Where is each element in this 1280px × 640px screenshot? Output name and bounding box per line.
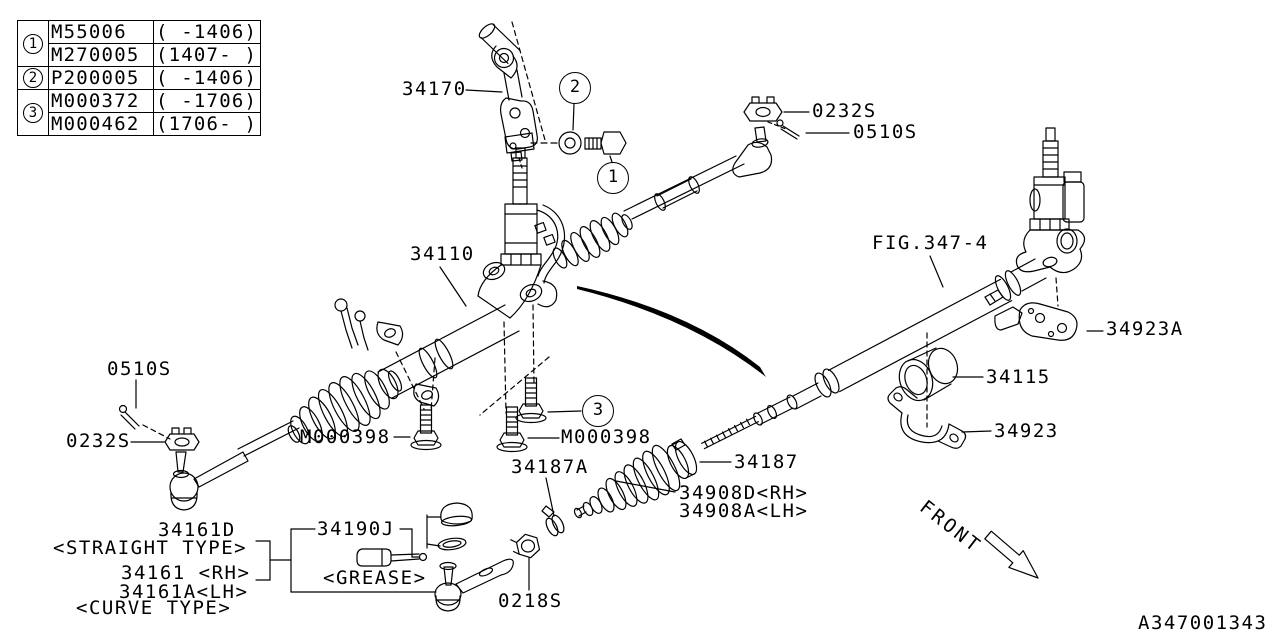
document-code: A347001343: [1138, 612, 1268, 634]
part-label-34161a-lh: 34161A<LH>: [119, 581, 249, 603]
curve-type-label: <CURVE TYPE>: [76, 597, 232, 619]
table-cell-part: M000372: [48, 89, 154, 113]
table-cell-range: (1407- ): [153, 43, 261, 67]
callout-circle-3: 3: [582, 395, 614, 427]
bracket-34923a-drawing: [994, 302, 1104, 341]
part-label-34110: 34110: [410, 243, 475, 265]
circled-number-3: 3: [23, 102, 43, 123]
table-row: M000462 (1706- ): [18, 112, 261, 136]
part-label-34908a-lh: 34908A<LH>: [679, 500, 809, 522]
joint-bolt-drawing: [584, 131, 627, 163]
table-cell-range: ( -1706): [153, 89, 261, 113]
part-label-34161-rh: 34161 <RH>: [121, 562, 251, 584]
ref-table: 1 M55006 ( -1406) M270005 (1407- ) 2 P20…: [17, 20, 261, 136]
upper-castle-nut-drawing: [743, 96, 783, 122]
mount-bolt-a-drawing: [410, 404, 442, 451]
part-label-34170: 34170: [402, 78, 467, 100]
curve-type-tie-rod-end-drawing: [434, 558, 514, 612]
right-boot-and-tie-rod-drawing: [552, 126, 773, 269]
table-cell-part: M000462: [48, 112, 154, 136]
part-label-m000398-left: M000398: [300, 426, 391, 448]
grease-label: <GREASE>: [323, 567, 427, 589]
part-label-0510s-upper: 0510S: [853, 121, 918, 143]
part-label-34923a: 34923A: [1106, 318, 1184, 340]
part-label-m000398-right: M000398: [561, 426, 652, 448]
clamp-34923-drawing: [887, 386, 992, 449]
left-boot-drawing: [287, 368, 403, 445]
table-cell-range: (1706- ): [153, 112, 261, 136]
part-label-34161d: 34161D: [158, 519, 236, 541]
part-label-34190j: 34190J: [317, 518, 395, 540]
table-cell-part: P200005: [48, 66, 154, 90]
circled-number-2: 2: [23, 68, 43, 88]
bolt-label-leaders: [393, 436, 560, 439]
washer-ring-drawing: [437, 537, 467, 551]
bushing-34115-drawing: [898, 332, 984, 428]
kit-bracket-lines: [255, 514, 442, 593]
part-label-34908d-rh: 34908D<RH>: [679, 482, 809, 504]
table-cell-range: ( -1406): [153, 20, 261, 44]
straight-type-label: <STRAIGHT TYPE>: [53, 537, 248, 559]
part-label-0218s: 0218S: [498, 590, 563, 612]
part-label-0510s-left: 0510S: [107, 358, 172, 380]
table-cell-marker: 1: [17, 20, 49, 67]
part-label-34115: 34115: [986, 366, 1051, 388]
universal-joint-drawing: [478, 21, 558, 169]
joint-washer-drawing: [558, 103, 582, 155]
table-cell-marker: 2: [17, 66, 49, 90]
circled-number-1: 1: [23, 33, 43, 54]
front-arrow: [984, 530, 1039, 579]
table-row: 1 M55006 ( -1406): [17, 20, 261, 67]
table-row: 2 P200005 ( -1406): [17, 66, 261, 90]
table-cell-part: M55006: [48, 20, 154, 44]
part-label-0232s-upper: 0232S: [812, 100, 877, 122]
mount-bolt-leaders: [395, 304, 550, 416]
part-label-34923: 34923: [994, 420, 1059, 442]
figure-reference-label: FIG.347-4: [872, 232, 989, 254]
boot-34908-drawing: [573, 444, 681, 519]
part-label-0232s-left: 0232S: [66, 430, 131, 452]
upper-cotter-pin-drawing: [767, 111, 850, 140]
callout-circle-1: 1: [597, 162, 629, 194]
part-label-34187a: 34187A: [511, 456, 589, 478]
part-label-34187: 34187: [734, 451, 799, 473]
callout-circle-2: 2: [559, 72, 591, 104]
table-row: 3 M000372 ( -1706): [17, 89, 261, 136]
left-cotter-pin-drawing: [118, 379, 171, 443]
label-leaders: [439, 89, 944, 307]
dust-cap-drawing: [440, 502, 473, 527]
fig347-4-valve-drawing: [1015, 127, 1086, 307]
clamp-34187a-drawing: [541, 477, 565, 537]
lock-nut-0218s-drawing: [510, 533, 541, 591]
left-tie-rod-drawing: [164, 420, 300, 511]
motion-arc: [577, 286, 766, 377]
mount-bolt-b-drawing: [496, 406, 528, 453]
table-cell-marker: 3: [17, 89, 49, 136]
table-cell-range: ( -1406): [153, 66, 261, 90]
table-row: M270005 (1407- ): [18, 43, 261, 67]
table-cell-part: M270005: [48, 43, 154, 67]
fig347-4-rack-drawing: [700, 258, 1047, 450]
mount-bolt-c-drawing: [515, 377, 582, 424]
grease-bottle-drawing: [356, 548, 428, 567]
rack-housing-drawing: [334, 298, 520, 407]
clamp-ring-34187-drawing: [666, 438, 732, 479]
valve-assembly-drawing: [477, 147, 566, 319]
